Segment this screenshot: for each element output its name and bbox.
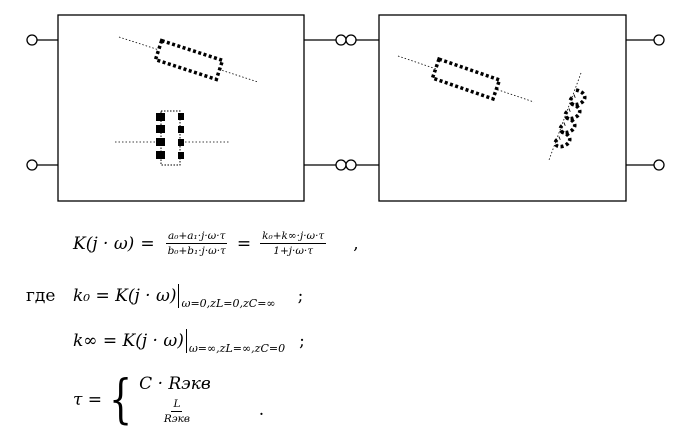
evaluation-bar <box>178 284 180 308</box>
fraction-1-denominator: b₀+b₁·j·ω·τ <box>167 245 226 257</box>
fraction-1: a₀+a₁·j·ω·τ b₀+b₁·j·ω·τ <box>166 230 228 257</box>
kinf-lhs: k∞ = K(j · ω) <box>73 331 184 351</box>
left-output-terminal-bottom <box>335 159 347 171</box>
where-label: где <box>26 286 56 306</box>
resistor-symbol-2 <box>397 55 535 103</box>
transfer-function-equation: K(j · ω) = a₀+a₁·j·ω·τ b₀+b₁·j·ω·τ = k₀+… <box>73 230 359 257</box>
fraction-2-numerator: k₀+k∞·j·ω·τ <box>260 230 327 244</box>
tau-case-1: C · Rэкв <box>139 374 211 394</box>
tau-case-2-denominator: Rэкв <box>163 413 191 425</box>
kinf-definition: k∞ = K(j · ω) ω=∞,zL=∞,zC=0 ; <box>73 329 305 355</box>
right-two-port-box <box>378 14 627 202</box>
fraction-2: k₀+k∞·j·ω·τ 1+j·ω·τ <box>260 230 327 257</box>
k0-condition: ω=0,zL=0,zC=∞ <box>181 296 276 310</box>
resistor-symbol <box>118 36 259 83</box>
k0-lhs: k₀ = K(j · ω) <box>73 286 177 306</box>
circuit-diagram <box>26 14 665 202</box>
equation-3-punctuation: ; <box>299 331 305 351</box>
right-output-terminal-bottom <box>653 159 665 171</box>
capacitor-symbol <box>115 110 229 166</box>
kinf-condition: ω=∞,zL=∞,zC=0 <box>188 341 286 355</box>
tau-case-2: L Rэкв <box>143 398 211 425</box>
curly-brace: { <box>109 369 133 430</box>
tau-case-2-numerator: L <box>171 398 183 412</box>
equals-sign-2: = <box>236 233 252 254</box>
equals-sign: = <box>140 233 155 254</box>
evaluation-bar-2 <box>185 329 187 353</box>
right-input-terminal-bottom <box>345 159 357 171</box>
equation-2-punctuation: ; <box>297 286 304 306</box>
equation-lhs: K(j · ω) <box>73 233 135 254</box>
tau-definition: τ = { C · Rэкв L Rэкв . <box>73 369 265 430</box>
left-output-terminal-top <box>335 34 347 46</box>
fraction-1-numerator: a₀+a₁·j·ω·τ <box>166 230 228 244</box>
left-input-terminal-top <box>26 34 38 46</box>
right-output-terminal-top <box>653 34 665 46</box>
left-two-port-box <box>57 14 305 202</box>
right-input-terminal-top <box>345 34 357 46</box>
equation-4-punctuation: . <box>258 399 265 420</box>
inductor-symbol <box>548 72 587 161</box>
equation-1-punctuation: , <box>353 233 359 254</box>
tau-cases: C · Rэкв L Rэкв <box>139 374 211 425</box>
left-input-terminal-bottom <box>26 159 38 171</box>
tau-lhs: τ = <box>73 389 103 410</box>
k0-definition: где k₀ = K(j · ω) ω=0,zL=0,zC=∞ ; <box>26 284 304 310</box>
fraction-2-denominator: 1+j·ω·τ <box>273 245 314 257</box>
